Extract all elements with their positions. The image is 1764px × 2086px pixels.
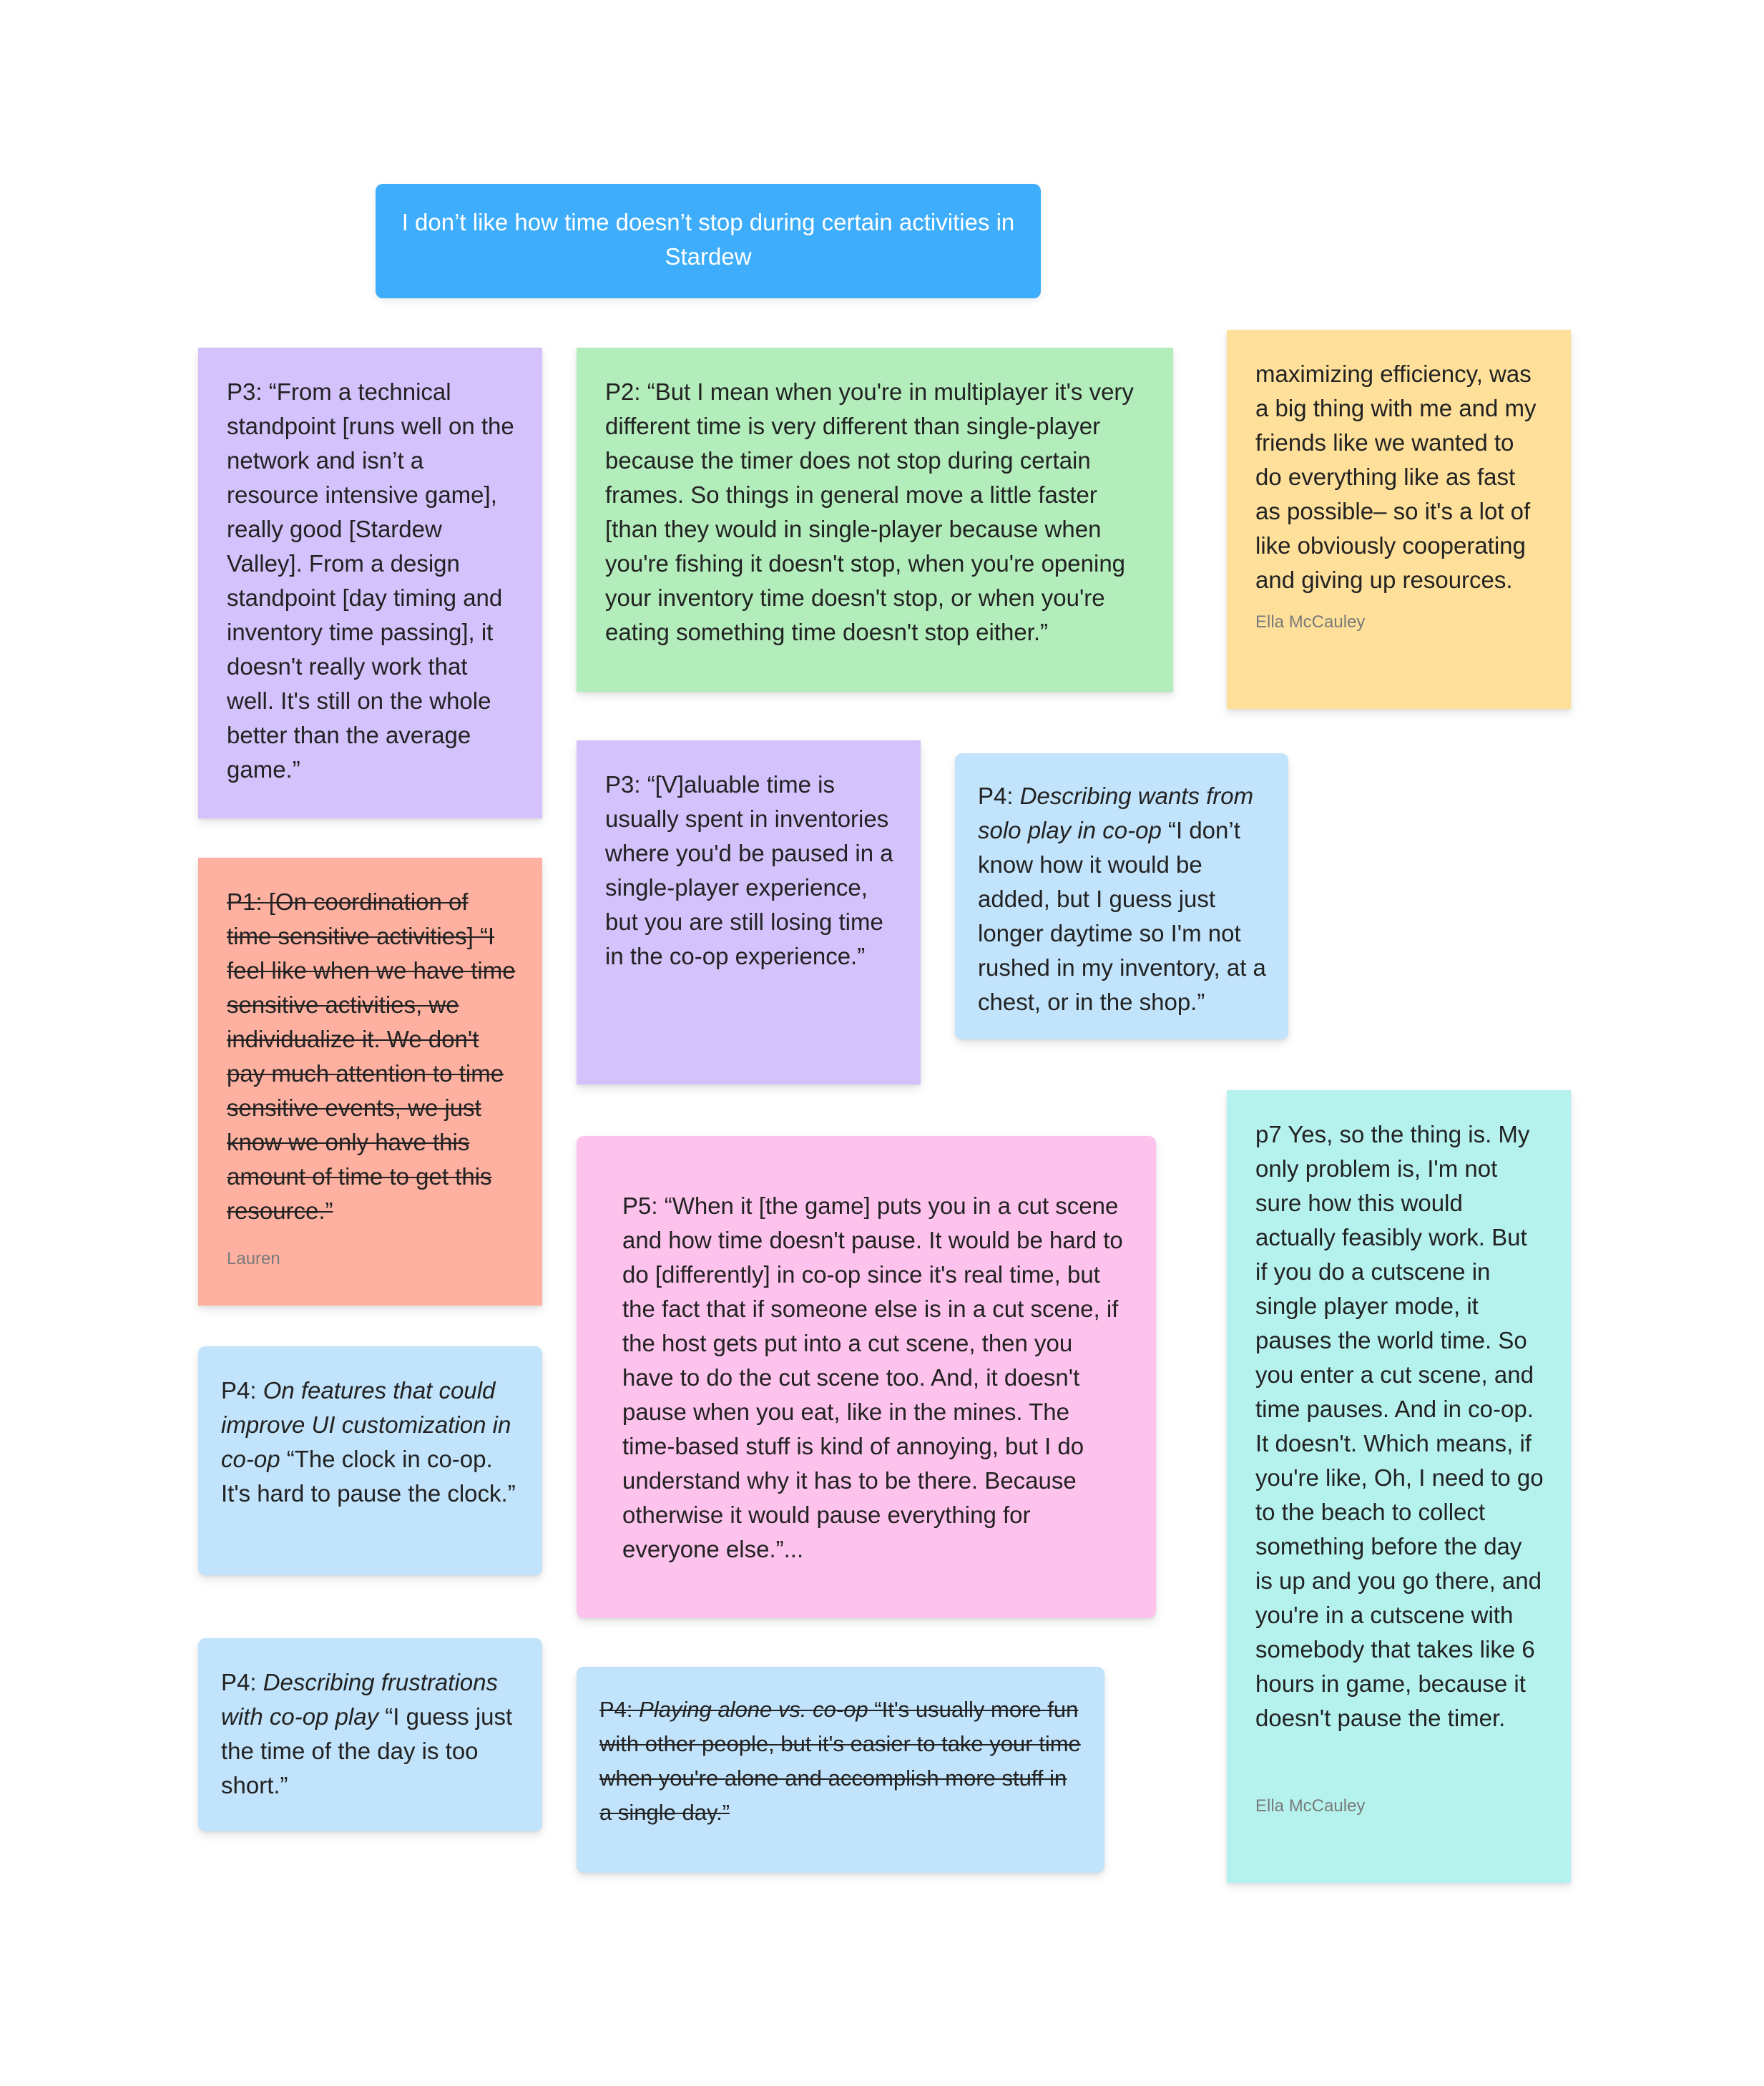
sticky-note-p4-solo[interactable]: P4: Describing wants from solo play in c… — [955, 753, 1288, 1039]
note-text: P4: On features that could improve UI cu… — [221, 1373, 521, 1511]
note-text: P4: Describing frustrations with co-op p… — [221, 1665, 521, 1803]
sticky-note-ella-efficiency[interactable]: maximizing efficiency, was a big thing w… — [1227, 330, 1571, 709]
note-prefix: P4: — [599, 1697, 640, 1722]
note-quote: “I don’t know how it would be added, but… — [978, 817, 1266, 1015]
note-text: P5: “When it [the game] puts you in a cu… — [622, 1193, 1123, 1562]
note-context: On features that could improve UI custom… — [221, 1377, 511, 1472]
note-author: Ella McCauley — [1255, 1796, 1366, 1816]
note-quote: “The clock in co-op. It's hard to pause … — [221, 1446, 516, 1507]
sticky-note-p4-ui[interactable]: P4: On features that could improve UI cu… — [198, 1346, 542, 1575]
note-prefix: P4: — [221, 1377, 263, 1404]
note-context: Describing frustrations with co-op play — [221, 1669, 498, 1730]
note-quote: “I guess just the time of the day is too… — [221, 1703, 513, 1798]
sticky-note-p4-frustrations[interactable]: P4: Describing frustrations with co-op p… — [198, 1638, 542, 1831]
note-text: P3: “From a technical standpoint [runs w… — [227, 378, 514, 783]
sticky-note-p3-technical[interactable]: P3: “From a technical standpoint [runs w… — [198, 348, 542, 818]
note-context: Describing wants from solo play in co-op — [978, 783, 1254, 843]
note-text: P3: “[V]aluable time is usually spent in… — [605, 771, 893, 969]
note-quote: “It's usually more fun with other people… — [599, 1697, 1081, 1825]
header-card[interactable]: I don’t like how time doesn’t stop durin… — [376, 184, 1041, 298]
note-prefix: P4: — [221, 1669, 263, 1695]
note-author: Ella McCauley — [1255, 612, 1366, 632]
note-text: maximizing efficiency, was a big thing w… — [1255, 361, 1537, 593]
header-text: I don’t like how time doesn’t stop durin… — [401, 209, 1015, 270]
sticky-note-p4-alone[interactable]: P4: Playing alone vs. co-op “It's usuall… — [577, 1667, 1104, 1873]
sticky-note-p7[interactable]: p7 Yes, so the thing is. My only problem… — [1227, 1090, 1571, 1883]
sticky-note-p3-valuable[interactable]: P3: “[V]aluable time is usually spent in… — [577, 740, 921, 1084]
note-context: Playing alone vs. co-op — [639, 1697, 868, 1722]
note-prefix: P4: — [978, 783, 1020, 809]
sticky-note-p5[interactable]: P5: “When it [the game] puts you in a cu… — [577, 1136, 1156, 1618]
sticky-note-p2[interactable]: P2: “But I mean when you're in multiplay… — [577, 348, 1173, 692]
note-text: P2: “But I mean when you're in multiplay… — [605, 378, 1134, 645]
note-text: P1: [On coordination of time sensitive a… — [227, 888, 516, 1224]
note-text: p7 Yes, so the thing is. My only problem… — [1255, 1121, 1544, 1731]
note-author: Lauren — [227, 1249, 280, 1268]
note-text: P4: Describing wants from solo play in c… — [978, 779, 1267, 1019]
sticky-note-p1[interactable]: P1: [On coordination of time sensitive a… — [198, 858, 542, 1306]
note-text: P4: Playing alone vs. co-op “It's usuall… — [599, 1693, 1083, 1830]
